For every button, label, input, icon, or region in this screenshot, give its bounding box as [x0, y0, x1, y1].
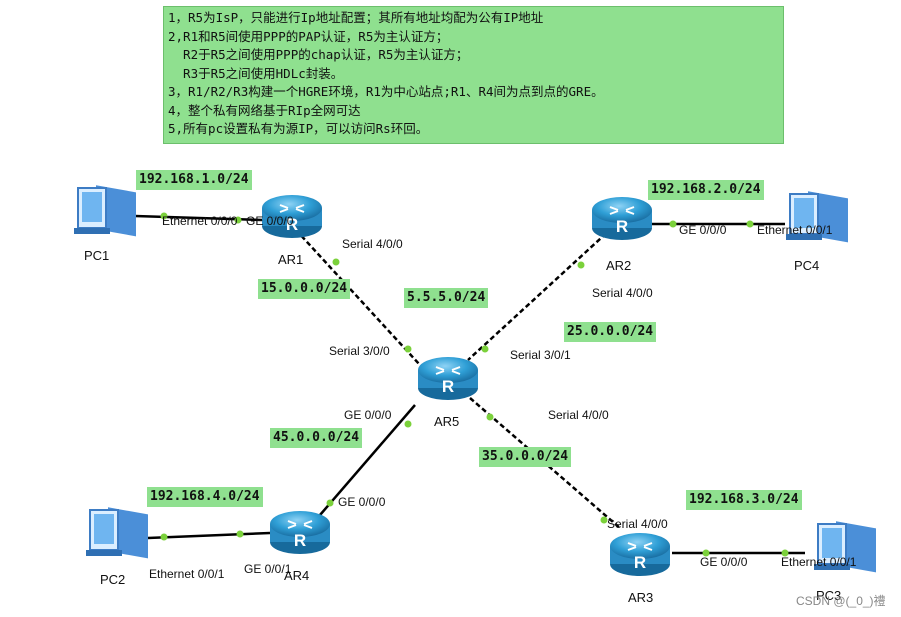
network-label-link25: 25.0.0.0/24	[564, 322, 657, 342]
port-label-ar5-serial40: Serial 4/0/0	[548, 408, 609, 422]
requirement-line: 4，整个私有网络基于RIp全网可达	[168, 102, 361, 118]
router-ar3-icon[interactable]	[609, 532, 671, 577]
requirement-line: 1，R5为IsP，只能进行Ip地址配置；其所有地址均配为公有IP地址	[168, 10, 544, 25]
port-label-ar3-ge: GE 0/0/0	[700, 555, 748, 569]
requirement-line: R2于R5之间使用PPP的chap认证，R5为主认证方；	[168, 47, 469, 62]
node-name-ar4: AR4	[284, 568, 310, 583]
node-name-pc3: PC3	[816, 588, 842, 603]
node-name-pc2: PC2	[100, 572, 126, 587]
network-label-lan1: 192.168.1.0/24	[136, 170, 252, 190]
router-ar4-icon[interactable]	[269, 510, 331, 555]
node-name-ar1: AR1	[278, 252, 304, 267]
watermark: CSDN @(_0_)禮	[796, 594, 886, 608]
node-name-pc4: PC4	[794, 258, 820, 273]
port-label-pc4-eth: Ethernet 0/0/1	[757, 223, 833, 237]
link-ar5-ar4	[319, 404, 416, 516]
network-label-link15: 15.0.0.0/24	[258, 279, 351, 299]
router-ar2-icon[interactable]	[591, 196, 653, 241]
network-label-link35: 35.0.0.0/24	[479, 447, 572, 467]
link-pc2-ar4	[147, 531, 271, 540]
network-label-lan2: 192.168.2.0/24	[648, 180, 764, 200]
requirement-line: 3，R1/R2/R3构建一个HGRE环境，R1为中心站点;R1、R4间为点到点的…	[168, 84, 604, 99]
requirement-line: 2,R1和R5间使用PPP的PAP认证，R5为主认证方；	[168, 28, 449, 44]
requirements-box: 1，R5为IsP，只能进行Ip地址配置；其所有地址均配为公有IP地址 2,R1和…	[163, 6, 784, 144]
port-label-ar2-serial: Serial 4/0/0	[592, 286, 653, 300]
requirement-line: R3于R5之间使用HDLc封装。	[168, 65, 344, 81]
network-label-lan3: 192.168.3.0/24	[686, 490, 802, 510]
port-label-pc1-eth: Ethernet 0/0/0	[162, 214, 238, 228]
port-label-pc2-eth: Ethernet 0/0/1	[149, 567, 225, 581]
network-label-link45: 45.0.0.0/24	[270, 428, 363, 448]
port-label-ar4-ge0: GE 0/0/0	[338, 495, 386, 509]
router-ar5-icon[interactable]	[417, 356, 479, 401]
port-label-ar5-serial30: Serial 3/0/0	[329, 344, 390, 358]
node-name-ar2: AR2	[606, 258, 632, 273]
port-label-ar4-ge1: GE 0/0/1	[244, 562, 292, 576]
network-label-loop5: 5.5.5.0/24	[404, 288, 489, 308]
pc2-icon[interactable]	[85, 506, 149, 560]
port-label-ar1-ge: GE 0/0/0	[246, 214, 294, 228]
port-label-ar5-ge: GE 0/0/0	[344, 408, 392, 422]
port-label-ar1-serial: Serial 4/0/0	[342, 237, 403, 251]
node-name-pc1: PC1	[84, 248, 110, 263]
port-label-ar5-serial31: Serial 3/0/1	[510, 348, 571, 362]
network-label-lan4: 192.168.4.0/24	[147, 487, 263, 507]
requirement-line: 5,所有pc设置私有为源IP，可以访问Rs环回。	[168, 121, 429, 136]
link-dots	[160, 212, 789, 557]
node-name-ar5: AR5	[434, 414, 460, 429]
node-name-ar3: AR3	[628, 590, 654, 605]
port-label-pc3-eth: Ethernet 0/0/1	[781, 555, 857, 569]
port-label-ar2-ge: GE 0/0/0	[679, 223, 727, 237]
pc1-icon[interactable]	[73, 184, 137, 238]
link-ar1-ar5	[295, 229, 421, 366]
link-ar2-ar5	[467, 227, 613, 361]
port-label-ar3-serial: Serial 4/0/0	[607, 517, 668, 531]
